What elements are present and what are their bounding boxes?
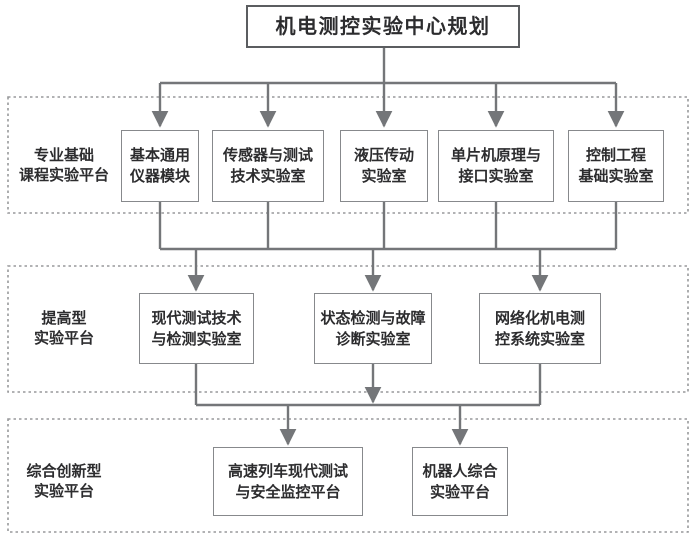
node-sensor-testing-lab: 传感器与测试 技术实验室 <box>212 130 324 202</box>
node-condition-diagnosis-lab: 状态检测与故障 诊断实验室 <box>314 293 432 364</box>
node-control-engineering-lab: 控制工程 基础实验室 <box>568 130 664 202</box>
node-hydraulic-lab: 液压传动 实验室 <box>340 130 428 202</box>
diagram-title: 机电测控实验中心规划 <box>275 15 491 38</box>
panel-tier2-border <box>7 265 689 393</box>
node-highspeed-train-platform: 高速列车现代测试 与安全监控平台 <box>213 447 363 516</box>
panel-tier1-border <box>7 96 689 214</box>
connectors-title-to-tier1 <box>151 48 625 128</box>
tier2-label: 提高型 实验平台 <box>33 309 94 347</box>
connectors-tier2-to-tier3 <box>194 364 542 446</box>
tier1-label: 专业基础 课程实验平台 <box>18 147 109 184</box>
tier3-label: 综合创新型 实验平台 <box>26 462 102 500</box>
node-robot-platform: 机器人综合 实验平台 <box>412 447 508 516</box>
diagram-title-box: 机电测控实验中心规划 <box>246 5 520 48</box>
node-basic-instruments: 基本通用 仪器模块 <box>121 130 199 202</box>
node-modern-testing-lab: 现代测试技术 与检测实验室 <box>139 293 254 364</box>
node-networked-mechatronics-lab: 网络化机电测 控系统实验室 <box>479 293 601 364</box>
panel-tier3-border <box>7 418 689 533</box>
node-mcu-interface-lab: 单片机原理与 接口实验室 <box>438 130 554 202</box>
connectors-tier1-to-tier2 <box>158 202 618 292</box>
